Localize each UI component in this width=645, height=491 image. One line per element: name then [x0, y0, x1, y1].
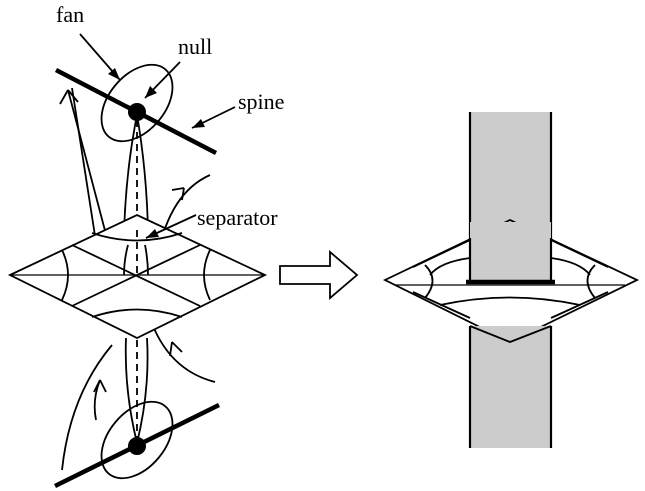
label-spine: spine: [238, 89, 284, 114]
label-separator: separator: [197, 205, 278, 230]
tube-lower-fill: [470, 326, 551, 448]
upper-null-point: [128, 103, 146, 121]
tube-in-plane-left: [123, 244, 129, 276]
right-plane-arc-left: [424, 264, 434, 299]
annotations: fan null spine separator: [56, 2, 284, 239]
right-plane-bottom-tip: [469, 325, 552, 343]
field-line-upper-left-inner: [71, 87, 99, 256]
field-line-arrow-upper-right: [171, 187, 185, 201]
label-null: null: [178, 34, 212, 59]
right-plane-arc-right: [586, 264, 596, 299]
left-plane: [7, 214, 268, 340]
tube-in-plane-right: [144, 244, 149, 276]
field-line-lower-left-inner: [93, 379, 101, 421]
hollow-arrow-shape: [279, 250, 359, 300]
plane-arc-bottom: [91, 308, 183, 318]
fan-pointer-head: [108, 68, 120, 80]
field-line-arrow-lower-right: [169, 341, 183, 357]
separator-lower: [124, 337, 149, 444]
label-fan: fan: [56, 2, 84, 27]
right-plane-arc-ul: [429, 257, 471, 276]
lower-null-group: [54, 400, 220, 489]
field-line-lower-left-outer: [61, 344, 113, 471]
right-plane-line-ul: [412, 239, 471, 268]
plane-arc-top: [91, 232, 183, 242]
upper-null-group: [54, 63, 218, 155]
spine-pointer-head: [192, 119, 205, 128]
left-panel: fan null spine separator: [7, 2, 284, 489]
right-plane-line-ur: [550, 239, 609, 268]
lower-fan-ellipse: [100, 400, 174, 480]
separator-tube-right-lower: [136, 337, 149, 444]
tube-through-plane-fill: [470, 222, 551, 282]
right-panel: [382, 112, 640, 448]
transition-arrow: [279, 250, 359, 300]
separator-pointer-head: [146, 229, 159, 238]
lower-null-point: [128, 437, 146, 455]
right-plane-arc-lower: [439, 296, 581, 306]
separator-tube-left-lower: [124, 337, 138, 444]
null-pointer-head: [145, 86, 157, 98]
right-plane-arc-ur: [550, 257, 591, 276]
